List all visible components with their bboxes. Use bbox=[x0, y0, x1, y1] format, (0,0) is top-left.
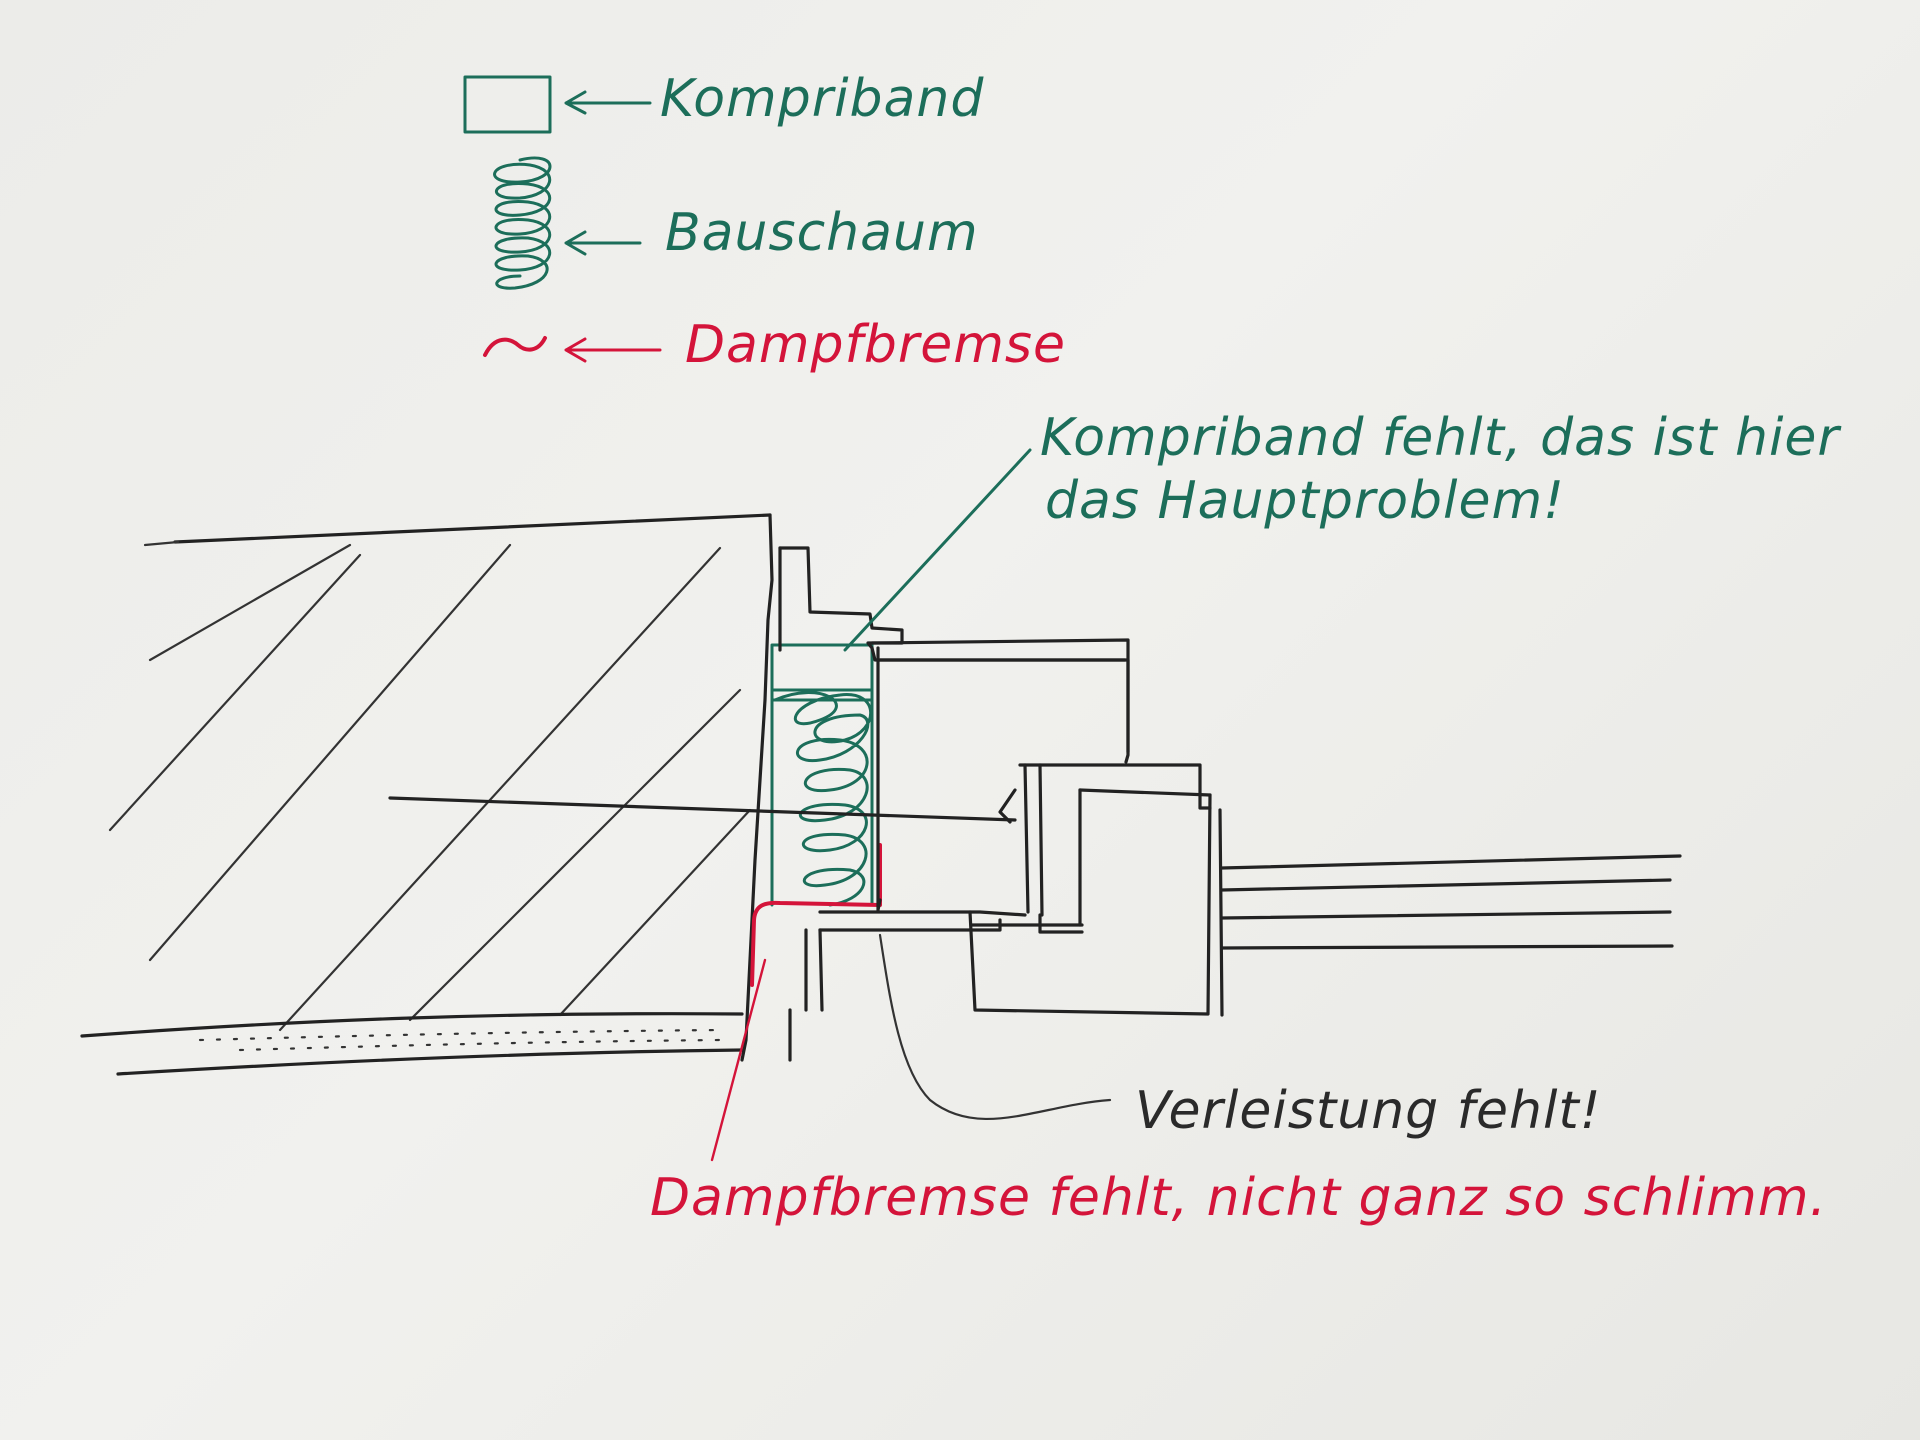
screed-dots bbox=[198, 1028, 722, 1052]
bauschaum-coils bbox=[773, 691, 873, 907]
dampfbremse-line bbox=[750, 843, 882, 987]
dampfbremse-leader-line bbox=[710, 958, 767, 1162]
note-kompriband-line1: Kompriband fehlt, das ist hier bbox=[1040, 408, 1842, 468]
wall-hatch-lines bbox=[108, 543, 752, 1032]
legend-dampfbremse-label: Dampfbremse bbox=[685, 315, 1066, 375]
verleistung-leader-line bbox=[878, 933, 1112, 1120]
kompriband-leader-line bbox=[843, 448, 1032, 652]
legend-kompriband-label: Kompriband bbox=[660, 69, 984, 129]
legend: Kompriband Bauschaum Dampfbremse bbox=[463, 69, 1066, 375]
bauschaum-joint bbox=[770, 688, 874, 907]
wall-section bbox=[108, 513, 774, 1062]
legend-dampfbremse-symbol bbox=[483, 336, 547, 357]
legend-bauschaum-symbol bbox=[493, 156, 552, 290]
legend-dampfbremse-arrow bbox=[564, 337, 662, 363]
floor-screed bbox=[80, 1012, 744, 1076]
note-verleistung: Verleistung fehlt! bbox=[1135, 1081, 1602, 1141]
kompriband-joint bbox=[770, 643, 874, 702]
note-dampfbremse: Dampfbremse fehlt, nicht ganz so schlimm… bbox=[650, 1168, 1827, 1228]
legend-kompriband-symbol bbox=[463, 75, 552, 134]
legend-bauschaum-arrow bbox=[564, 230, 642, 256]
window-frame bbox=[388, 546, 1682, 1062]
note-kompriband-line2: das Hauptproblem! bbox=[1045, 471, 1565, 531]
legend-kompriband-arrow bbox=[564, 90, 652, 115]
legend-bauschaum-label: Bauschaum bbox=[665, 203, 979, 263]
